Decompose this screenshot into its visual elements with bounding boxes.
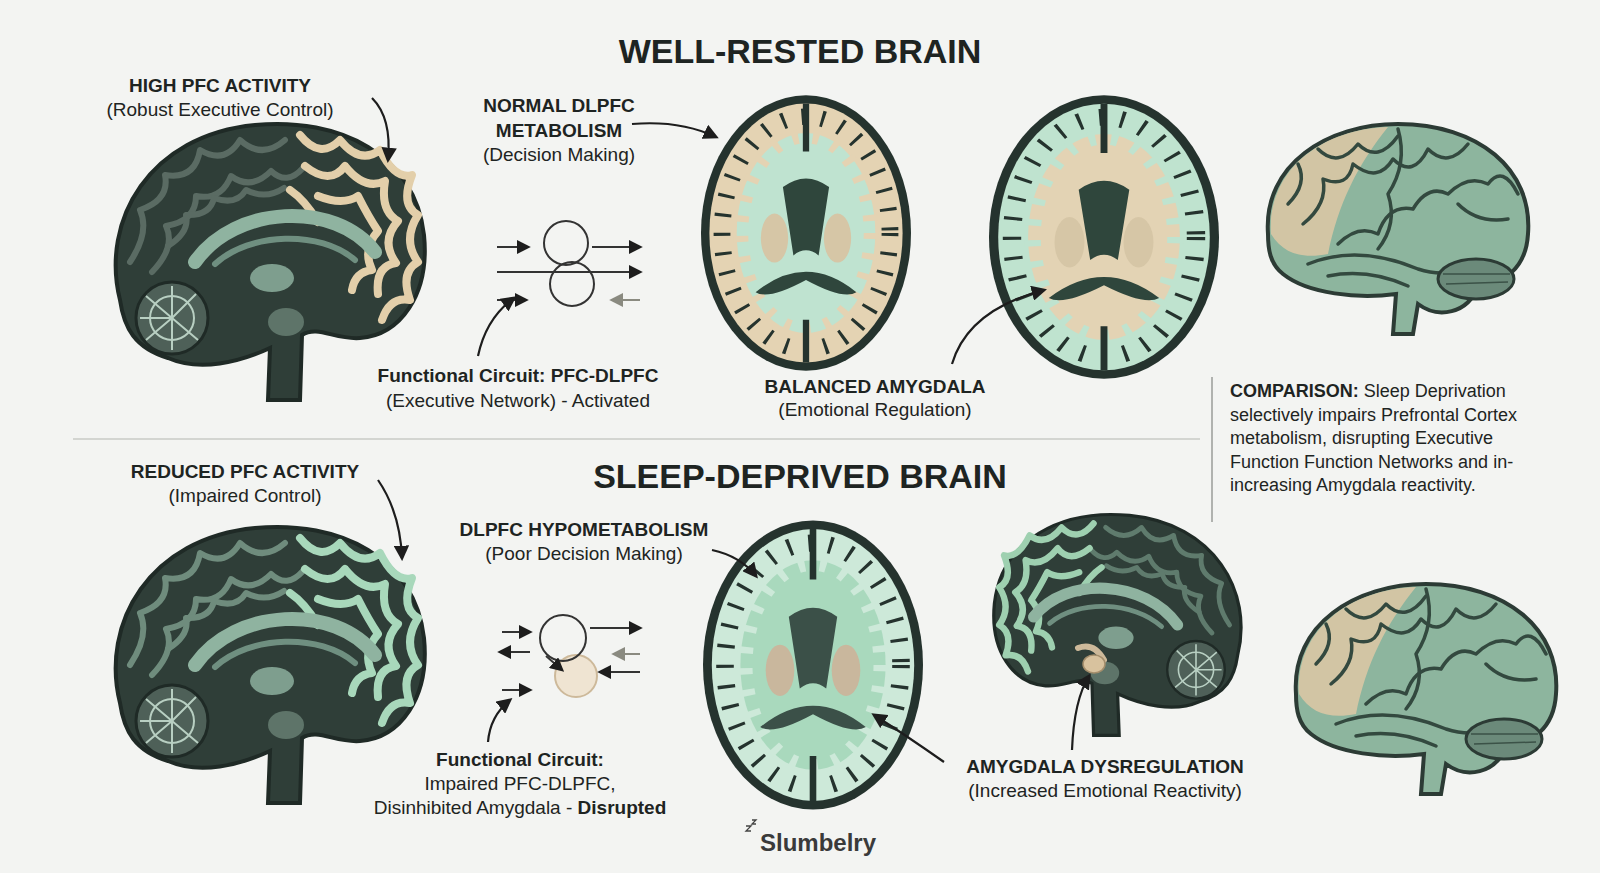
callout-body-line: Impaired PFC-DLPFC, bbox=[424, 772, 615, 797]
callout-body: (Executive Network) - Activated bbox=[386, 390, 650, 411]
sagittal-brain bbox=[116, 527, 425, 803]
art-path bbox=[590, 627, 640, 629]
art-circle bbox=[544, 221, 588, 265]
art-path bbox=[488, 700, 510, 742]
callout-heading-line: Functional Circuit: bbox=[436, 748, 604, 773]
art-path bbox=[502, 631, 530, 633]
sagittal-brain bbox=[116, 124, 425, 400]
axial-slice bbox=[989, 95, 1219, 379]
callout-body: (Poor Decision Making) bbox=[485, 543, 682, 564]
callout-body: (Robust Executive Control) bbox=[106, 99, 333, 120]
art-path bbox=[612, 299, 640, 301]
art-path bbox=[497, 246, 528, 248]
callout-heading: DLPFC HYPOMETABOLISM bbox=[460, 519, 709, 540]
art-path bbox=[372, 98, 389, 160]
callout-heading-line: HIGH PFC ACTIVITY bbox=[129, 74, 311, 99]
section-heading: SLEEP-DEPRIVED BRAIN bbox=[593, 457, 1007, 495]
circuit-icon bbox=[497, 221, 640, 306]
main-heading-line: WELL-RESTED BRAIN bbox=[619, 31, 982, 78]
callout-body: (Decision Making) bbox=[483, 144, 635, 165]
callout-heading: AMYGDALA DYSREGULATION bbox=[966, 756, 1244, 777]
callout-heading-line: REDUCED PFC ACTIVITY bbox=[131, 460, 359, 485]
callout-body-line: (Impaired Control) bbox=[168, 484, 321, 509]
callout-heading-line: BALANCED AMYGDALA bbox=[765, 375, 986, 400]
main-heading: WELL-RESTED BRAIN bbox=[619, 32, 982, 70]
callout-heading: REDUCED PFC ACTIVITY bbox=[131, 461, 359, 482]
art-circle bbox=[540, 615, 586, 661]
callout-body-line: Disinhibited Amygdala -Disrupted bbox=[374, 796, 667, 821]
art-path bbox=[712, 550, 756, 576]
callout-body-line: (Executive Network) - Activated bbox=[386, 389, 650, 414]
lateral-brain bbox=[1296, 584, 1557, 794]
art-path bbox=[874, 715, 944, 762]
callout-heading: Functional Circuit: bbox=[436, 749, 604, 770]
callout-heading-line: DLPFC HYPOMETABOLISM bbox=[460, 518, 709, 543]
divider-line bbox=[73, 438, 1200, 440]
art-path bbox=[502, 689, 530, 691]
comparison-note-line: COMPARISON:Sleep Deprivation selectively… bbox=[1230, 380, 1530, 498]
art-path bbox=[746, 820, 756, 831]
art-path bbox=[478, 298, 514, 356]
art-circle bbox=[550, 262, 594, 306]
callout-heading: NORMAL DLPFC METABOLISM bbox=[483, 95, 635, 141]
art-path bbox=[592, 246, 640, 248]
logo-icon bbox=[732, 820, 756, 854]
callout-heading-line: Functional Circuit: PFC-DLPFC bbox=[378, 364, 659, 389]
callout-body: (Emotional Regulation) bbox=[778, 399, 971, 420]
callout-heading-line: NORMAL DLPFC METABOLISM bbox=[459, 94, 659, 144]
callout-heading: HIGH PFC ACTIVITY bbox=[129, 75, 311, 96]
lateral-brain bbox=[1268, 124, 1529, 334]
circuit-icon bbox=[500, 615, 640, 697]
callout-body-line: (Emotional Regulation) bbox=[778, 398, 971, 423]
leader-arrows bbox=[372, 98, 1089, 762]
comparison-rule bbox=[1211, 377, 1213, 522]
art-path bbox=[546, 656, 562, 670]
callout-heading-line: AMYGDALA DYSREGULATION bbox=[966, 755, 1244, 780]
art-path bbox=[1072, 676, 1089, 750]
art-path bbox=[614, 653, 640, 655]
sagittal-brain bbox=[994, 515, 1241, 736]
section-heading-line: SLEEP-DEPRIVED BRAIN bbox=[593, 456, 1007, 503]
art-path bbox=[632, 123, 716, 137]
art-path bbox=[378, 480, 402, 558]
callout-body: Disinhibited Amygdala - bbox=[374, 797, 573, 818]
callout-body: Disrupted bbox=[578, 797, 667, 818]
art-path bbox=[500, 651, 530, 653]
callout-heading: BALANCED AMYGDALA bbox=[765, 376, 986, 397]
comparison-note: COMPARISON: bbox=[1230, 381, 1359, 401]
callout-body-line: (Poor Decision Making) bbox=[485, 542, 682, 567]
art-path bbox=[732, 832, 744, 854]
callout-body-line: (Increased Emotional Reactivity) bbox=[968, 779, 1242, 804]
axial-slice bbox=[703, 521, 923, 810]
callout-body-line: (Decision Making) bbox=[483, 143, 635, 168]
callout-body-line: (Robust Executive Control) bbox=[106, 98, 333, 123]
watermark: Slumbelry bbox=[760, 829, 876, 856]
art-path bbox=[952, 290, 1044, 364]
callout-body: (Impaired Control) bbox=[168, 485, 321, 506]
callout-body: Impaired PFC-DLPFC, bbox=[424, 773, 615, 794]
art-path bbox=[600, 671, 640, 673]
watermark-line: Slumbelry bbox=[760, 829, 876, 860]
axial-slice bbox=[701, 95, 911, 370]
callout-heading: Functional Circuit: PFC-DLPFC bbox=[378, 365, 659, 386]
callout-body: (Increased Emotional Reactivity) bbox=[968, 780, 1242, 801]
amygdala bbox=[1083, 655, 1105, 673]
art-path bbox=[497, 271, 640, 273]
